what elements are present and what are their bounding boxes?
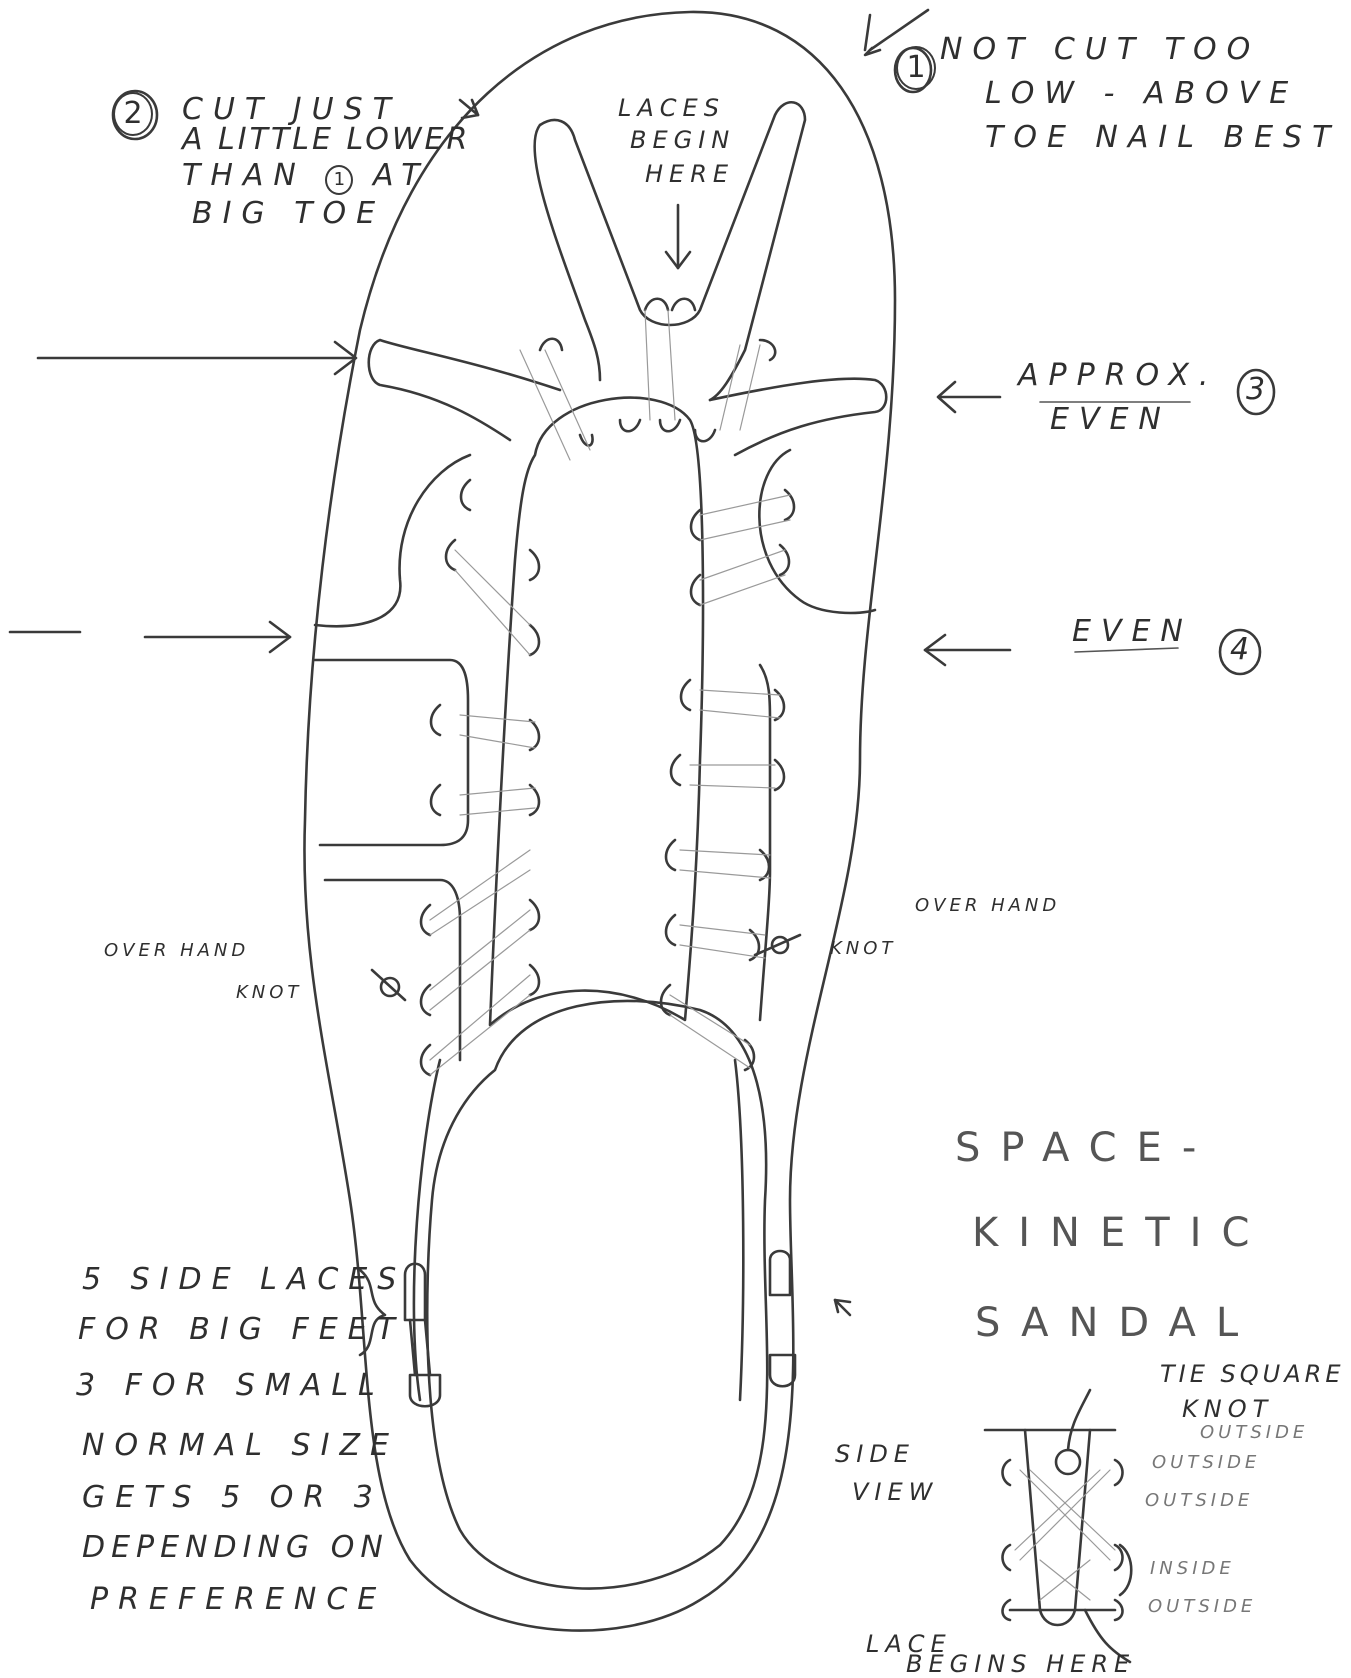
outside-label-b: OUTSIDE xyxy=(1145,1490,1253,1511)
laces-label-1: LACES xyxy=(618,94,725,122)
note-3-line-2: EVEN xyxy=(1050,402,1171,437)
lace-begins-2: BEGINS HERE xyxy=(906,1650,1135,1678)
note-2-line-2: A LITTLE LOWER xyxy=(182,122,470,157)
note-2-than: THAN xyxy=(182,158,306,193)
heel-cut xyxy=(427,1001,767,1589)
inside-label: INSIDE xyxy=(1150,1558,1235,1579)
laces-label-3: HERE xyxy=(645,160,734,188)
title-line-3: SANDAL xyxy=(975,1300,1258,1346)
lace-loops-left xyxy=(421,480,539,1075)
sole-outline xyxy=(304,12,895,1631)
overhand-left: OVER HAND xyxy=(104,940,249,961)
side-note-4: NORMAL SIZE xyxy=(82,1428,399,1463)
note-4-line: EVEN xyxy=(1072,614,1193,649)
outside-label-c: OUTSIDE xyxy=(1148,1596,1256,1617)
left-window xyxy=(315,660,468,845)
note-3-line-1: APPROX. xyxy=(1018,358,1218,393)
note-2-line-3: THAN 1 AT xyxy=(182,158,430,195)
note-1-number: 1 xyxy=(896,46,936,90)
title-line-2: KINETIC xyxy=(972,1210,1269,1256)
knot-left: KNOT xyxy=(236,982,302,1003)
side-note-7: PREFERENCE xyxy=(90,1582,386,1617)
tie-square-1: TIE SQUARE xyxy=(1160,1360,1344,1388)
tongue xyxy=(490,398,703,1025)
side-view-diagram xyxy=(985,1390,1131,1662)
note-4-number: 4 xyxy=(1230,632,1249,667)
side-note-6: DEPENDING ON xyxy=(82,1530,389,1565)
note-1-line-2: LOW - ABOVE xyxy=(985,76,1298,111)
side-view-label-2: VIEW xyxy=(852,1478,938,1506)
outside-label-a: OUTSIDE xyxy=(1152,1452,1260,1473)
note-3-number: 3 xyxy=(1246,372,1265,407)
knot-right: KNOT xyxy=(830,938,896,959)
side-note-1: 5 SIDE LACES xyxy=(82,1262,406,1297)
right-window xyxy=(760,665,770,1020)
note-2-number: 2 xyxy=(113,92,153,136)
side-view-label-1: SIDE xyxy=(835,1440,915,1468)
note-2-at: AT xyxy=(373,158,430,193)
tie-square-3: OUTSIDE xyxy=(1200,1422,1308,1443)
laces-label-2: BEGIN xyxy=(630,126,735,154)
title-line-1: SPACE- xyxy=(955,1125,1216,1171)
tie-square-2: KNOT xyxy=(1182,1395,1273,1423)
side-note-2: FOR BIG FEET xyxy=(78,1312,405,1347)
lace-loops-right xyxy=(661,490,794,1070)
note-2-line-4: BIG TOE xyxy=(192,196,385,231)
side-note-3: 3 FOR SMALL xyxy=(76,1368,385,1403)
note-1-line-3: TOE NAIL BEST xyxy=(985,120,1340,155)
note-2-ref: 1 xyxy=(325,165,353,195)
note-1-line-1: NOT CUT TOO xyxy=(940,32,1260,67)
side-note-5: GETS 5 OR 3 xyxy=(82,1480,383,1515)
overhand-right: OVER HAND xyxy=(915,895,1060,916)
